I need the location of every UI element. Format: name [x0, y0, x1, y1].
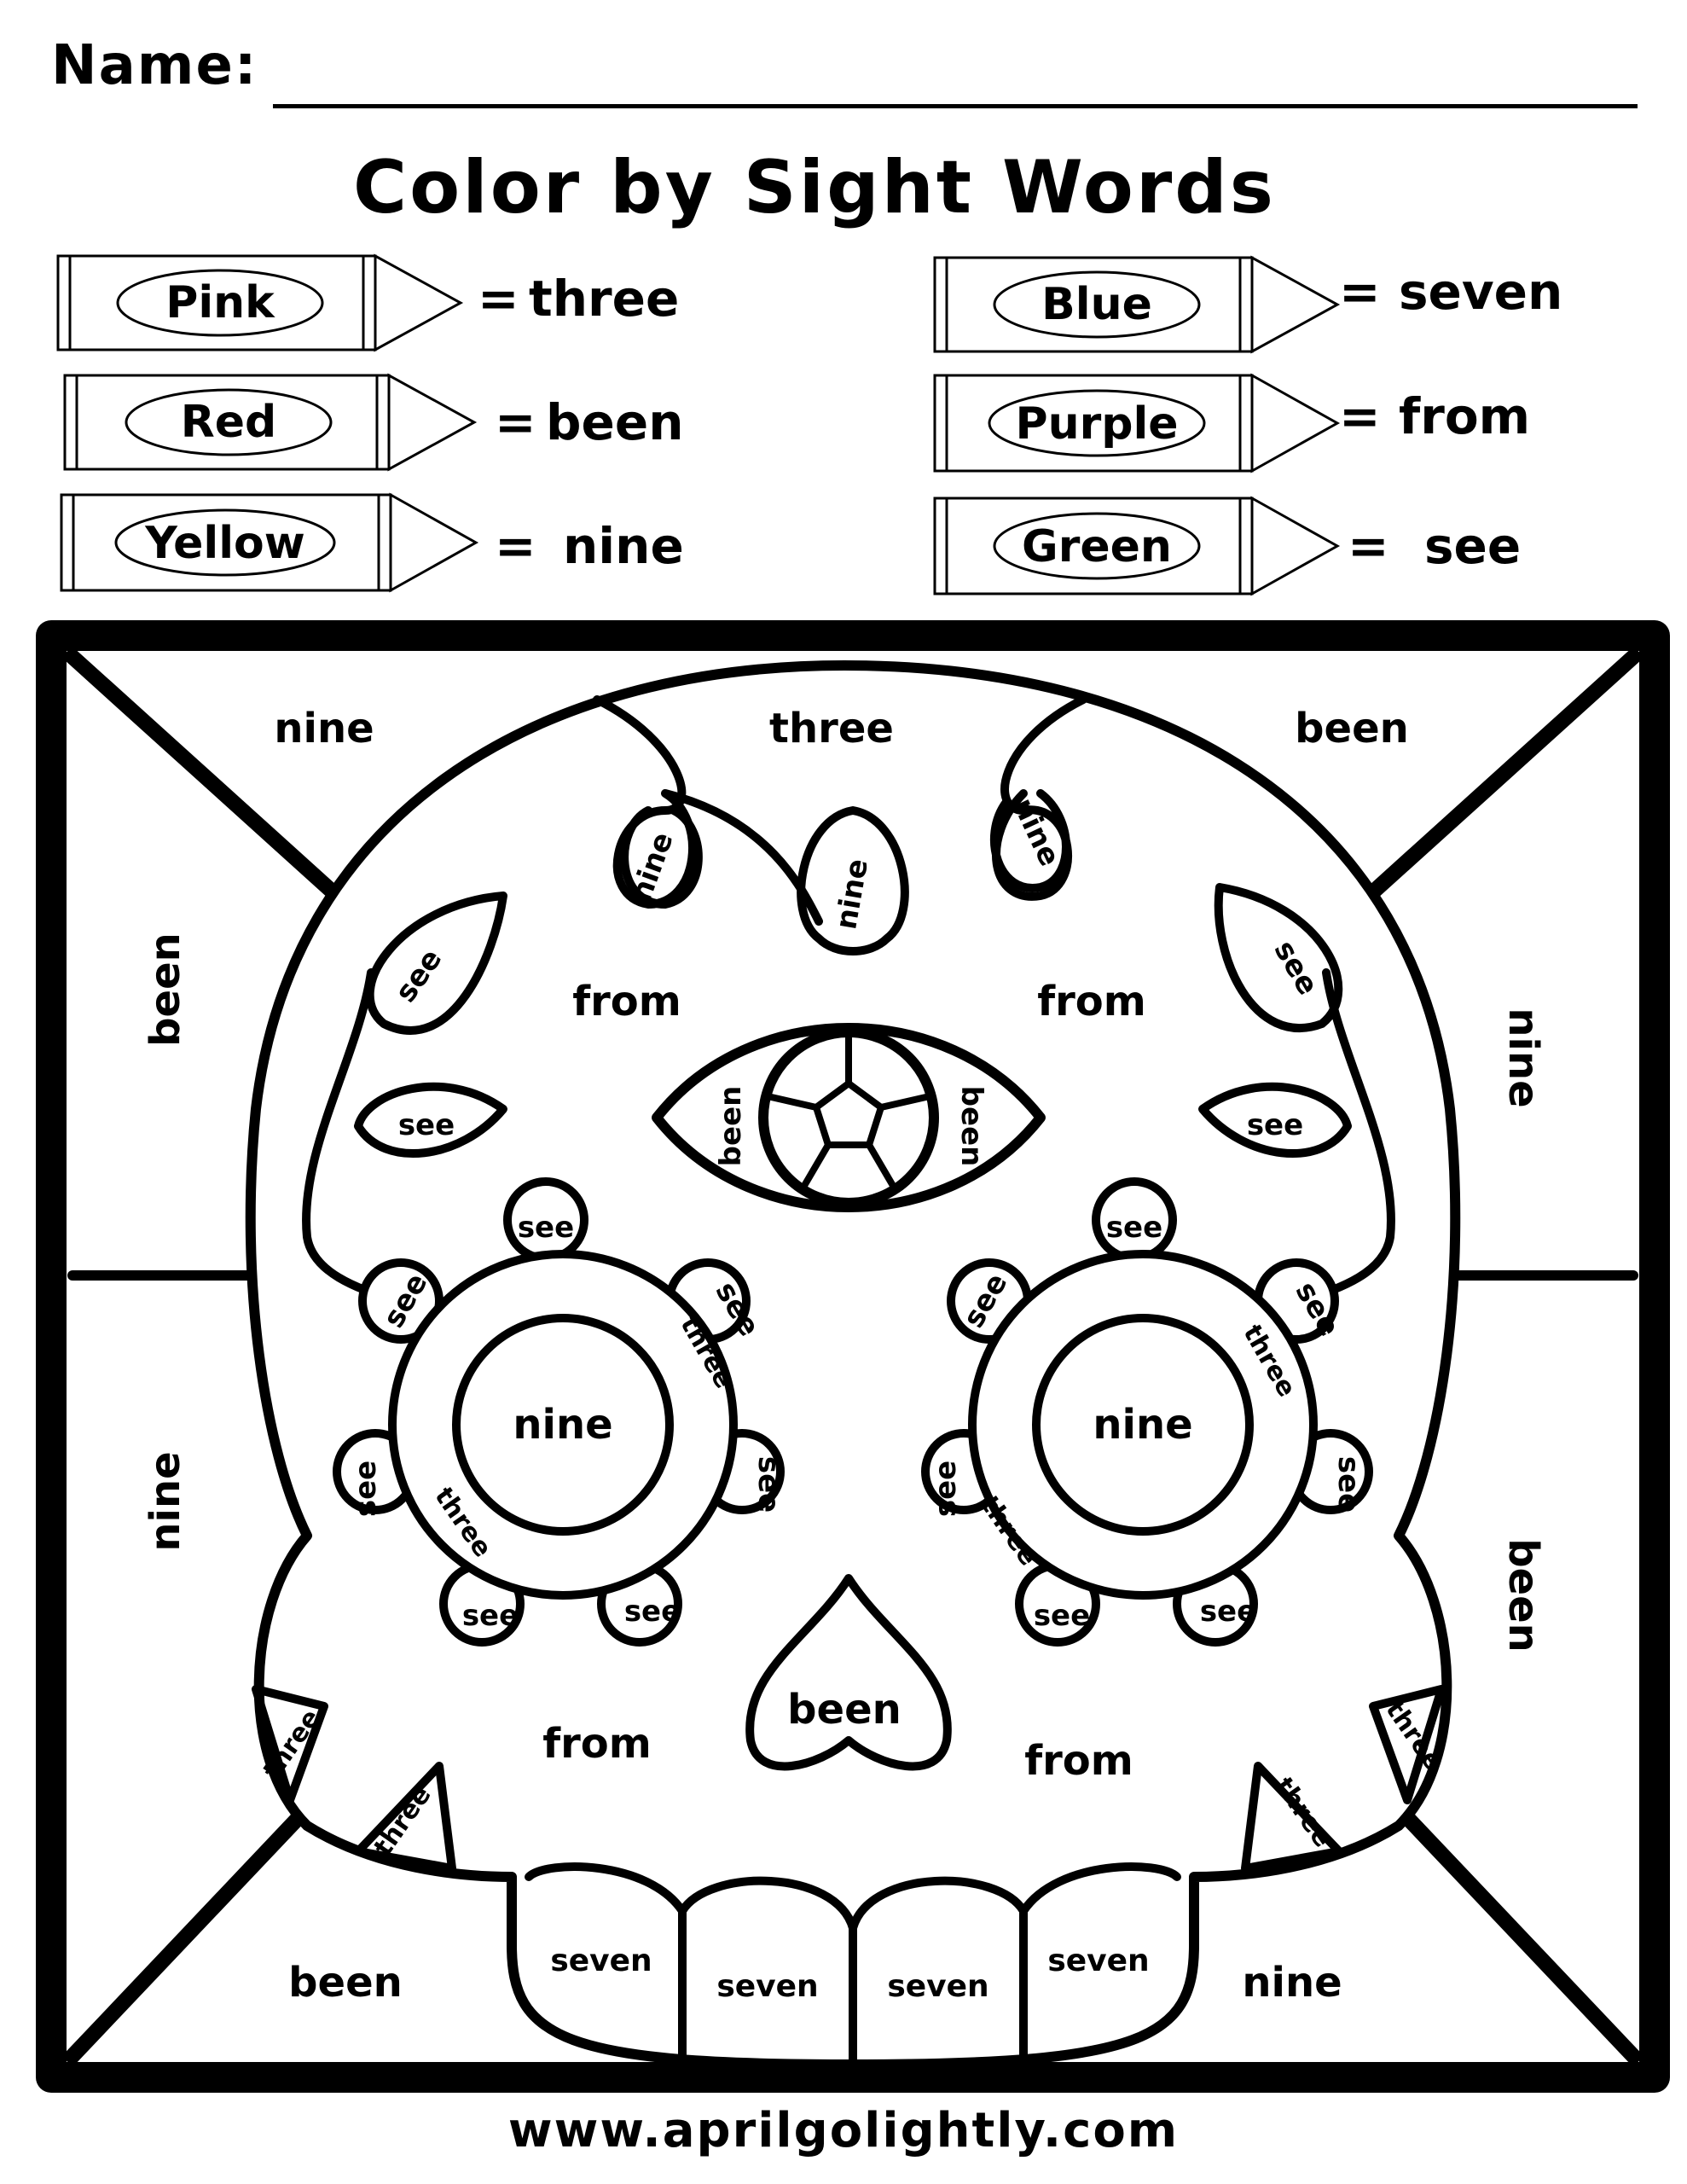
leaf-top-right: [1214, 883, 1343, 1033]
region-cheek-right: from: [1024, 1737, 1133, 1785]
key-word-from: from: [1399, 387, 1530, 445]
teeth: [525, 1862, 1181, 2069]
region-right-upper: nine: [1499, 1008, 1547, 1107]
petal-left-lower-left: see: [349, 1461, 383, 1517]
region-top-center: three: [769, 705, 894, 752]
key-word-seven: seven: [1399, 263, 1562, 321]
nose-heart: [745, 1574, 952, 1771]
region-leaf-mid-left: see: [398, 1108, 455, 1142]
crayon-purple: Purple: [933, 373, 1341, 473]
crayon-green: Green: [933, 496, 1341, 596]
region-third-eye-left: been: [714, 1086, 748, 1167]
crayon-blue-label: Blue: [1041, 279, 1152, 330]
region-left-lower: nine: [142, 1451, 189, 1551]
region-third-eye-right: been: [954, 1086, 988, 1167]
region-cheek-left: from: [542, 1720, 652, 1768]
region-right-eye-center: nine: [1093, 1401, 1192, 1449]
leaf-mid-right: [1198, 1082, 1352, 1159]
crayon-red: Red: [63, 373, 478, 472]
equals-sign: =: [1348, 517, 1389, 575]
crayon-purple-label: Purple: [1015, 398, 1178, 450]
tooth-3: seven: [887, 1969, 988, 2004]
petal-right-bottom-left: see: [1034, 1599, 1090, 1633]
petal-right-lower-left: see: [929, 1461, 963, 1517]
crayon-green-label: Green: [1022, 521, 1172, 572]
crayon-pink: Pink: [56, 253, 464, 352]
petal-right-top: see: [1106, 1211, 1162, 1245]
region-left-upper: been: [142, 932, 189, 1047]
crayon-blue: Blue: [933, 255, 1341, 354]
crayon-pink-label: Pink: [165, 277, 275, 328]
color-key: Pink = three Red = been Yellow = nine Bl…: [56, 253, 1562, 596]
petal-left-bottom-left: see: [462, 1599, 519, 1633]
region-top-left: nine: [274, 705, 374, 752]
region-forehead-right: from: [1037, 978, 1146, 1025]
tooth-2: seven: [716, 1969, 818, 2004]
petal-left-top: see: [518, 1211, 574, 1245]
right-eye-flower: [921, 1177, 1373, 1647]
name-label: Name:: [51, 34, 258, 97]
region-right-lower: been: [1499, 1538, 1547, 1653]
leaf-mid-left: [354, 1082, 507, 1159]
petal-left-lower-right: see: [751, 1456, 786, 1513]
region-bottom-left: been: [288, 1959, 403, 2007]
equals-sign: =: [495, 517, 536, 575]
tooth-1: seven: [550, 1943, 652, 1978]
footer-website: www.aprilgolightly.com: [507, 2103, 1180, 2158]
region-left-eye-center: nine: [513, 1401, 612, 1449]
leaf-top-left: [365, 892, 507, 1035]
third-eye: [652, 1023, 1046, 1212]
name-line[interactable]: [273, 104, 1638, 108]
region-forehead-left: from: [572, 978, 681, 1025]
petal-left-bottom-right: see: [624, 1594, 681, 1629]
region-top-right: been: [1295, 705, 1409, 752]
worksheet-title: Color by Sight Words: [353, 145, 1276, 230]
equals-sign: =: [1339, 263, 1381, 321]
region-nose: been: [787, 1686, 901, 1734]
crayon-yellow-label: Yellow: [144, 518, 305, 569]
key-word-three: three: [529, 270, 679, 328]
petal-right-lower-right: see: [1331, 1456, 1365, 1513]
key-word-nine: nine: [563, 517, 684, 575]
petal-right-bottom-right: see: [1200, 1594, 1256, 1629]
equals-sign: =: [1339, 387, 1381, 445]
outer-frame: [36, 620, 1670, 2093]
region-bottom-right: nine: [1242, 1959, 1342, 2007]
equals-sign: =: [478, 270, 519, 328]
crayon-red-label: Red: [181, 397, 277, 448]
region-leaf-mid-right: see: [1247, 1108, 1303, 1142]
equals-sign: =: [495, 393, 536, 451]
key-word-see: see: [1424, 517, 1521, 575]
crayon-yellow: Yellow: [60, 492, 479, 593]
key-word-been: been: [546, 393, 683, 451]
tooth-4: seven: [1047, 1943, 1149, 1978]
left-eye-flower: [333, 1177, 785, 1647]
